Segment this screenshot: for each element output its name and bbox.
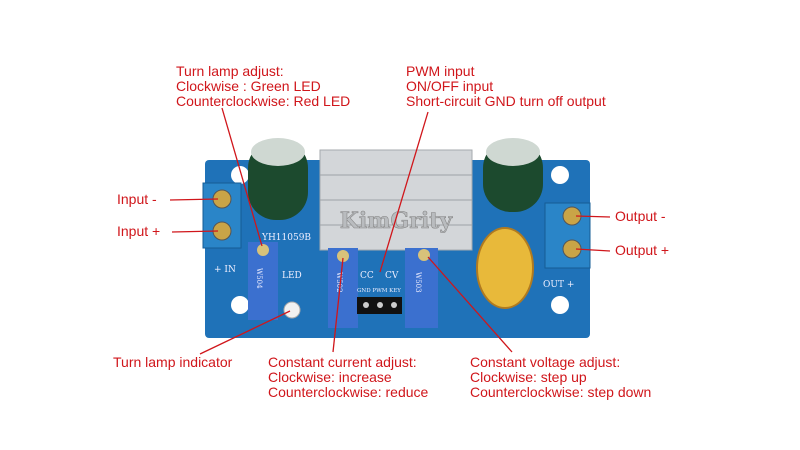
pot2-label: W502 (335, 272, 343, 293)
capacitor-top (251, 138, 305, 166)
note-line: PWM input (406, 63, 475, 79)
output-plus-label: Output + (615, 242, 670, 258)
note-line: Constant current adjust: (268, 354, 417, 370)
pwm-input-note: PWM input ON/OFF input Short-circuit GND… (406, 64, 606, 109)
turn-lamp-indicator-label: Turn lamp indicator (113, 354, 233, 370)
input-plus-label: Input + (117, 223, 161, 239)
leader-line (332, 257, 344, 353)
capacitor-top (486, 138, 540, 166)
note-line: Counterclockwise: Red LED (176, 93, 351, 109)
cc-label: CC (360, 271, 374, 281)
turn-lamp-adjust-note: Turn lamp adjust: Clockwise : Green LED … (176, 64, 350, 109)
watermark: KimGrity (340, 208, 454, 234)
pins-label: GND PWM KEY (357, 288, 401, 294)
mount-hole (551, 166, 569, 184)
pot3-label: W503 (414, 272, 422, 293)
leader-line (221, 107, 263, 247)
note-line: Clockwise: step up (470, 369, 587, 385)
note-line: Short-circuit GND turn off output (406, 93, 606, 109)
constant-voltage-note: Constant voltage adjust: Clockwise: step… (470, 355, 651, 400)
model-label: YH11059B (261, 233, 311, 243)
leader-line (427, 256, 513, 353)
constant-current-note: Constant current adjust: Clockwise: incr… (268, 355, 428, 400)
inductor (476, 227, 534, 309)
note-line: Counterclockwise: step down (470, 384, 652, 400)
pot1-label: W504 (255, 268, 263, 289)
out-label: OUT + (543, 280, 574, 290)
leader-line (575, 248, 611, 252)
leader-line (171, 230, 219, 233)
note-line: Clockwise : Green LED (176, 78, 321, 94)
in-label: + IN (214, 265, 236, 275)
leader-line (379, 111, 429, 273)
note-line: ON/OFF input (406, 78, 494, 94)
mount-hole (231, 296, 249, 314)
note-line: Turn lamp adjust: (176, 63, 284, 79)
note-line: Counterclockwise: reduce (268, 384, 429, 400)
mount-hole (231, 166, 249, 184)
input-minus-label: Input - (117, 191, 157, 207)
leader-line (199, 310, 291, 355)
note-line: Constant voltage adjust: (470, 354, 621, 370)
leader-line (575, 215, 611, 218)
led-indicator (283, 301, 301, 319)
leader-line (169, 198, 219, 201)
cv-label: CV (385, 271, 399, 281)
output-minus-label: Output - (615, 208, 666, 224)
mount-hole (551, 296, 569, 314)
note-line: Clockwise: increase (268, 369, 392, 385)
led-label: LED (282, 271, 302, 281)
